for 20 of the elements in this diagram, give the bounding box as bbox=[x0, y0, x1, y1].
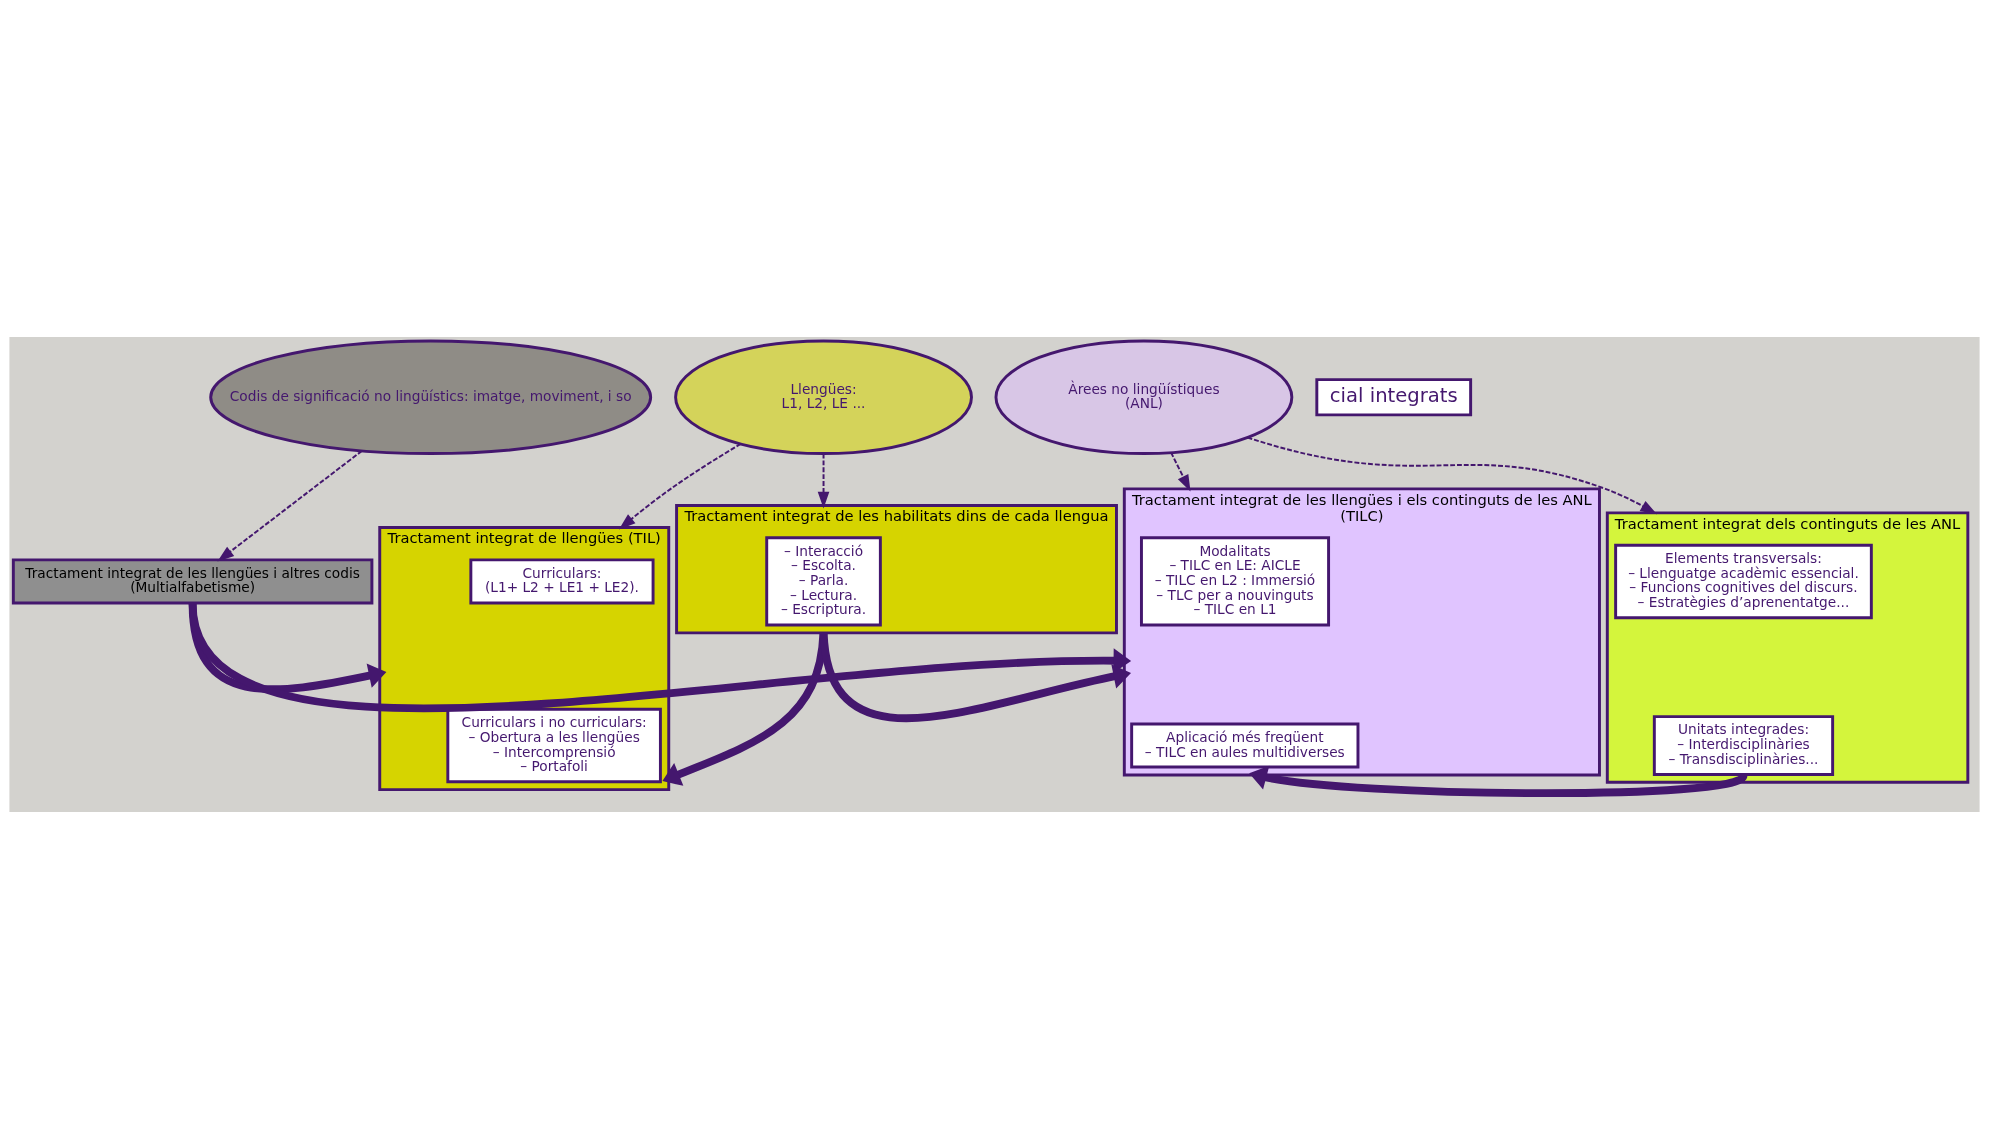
node-box: Unitats integrades: – Interdisciplinàries – Transdisciplinàries... bbox=[1652, 714, 1835, 776]
node-box: – Interacció – Escolta. – Parla. – Lectura. – Escriptura. bbox=[765, 535, 882, 626]
node-ellipse: Llengües: L1, L2, LE ... bbox=[674, 338, 973, 455]
arrow bbox=[188, 602, 1132, 712]
arrow bbox=[618, 442, 742, 529]
arrow bbox=[1246, 436, 1658, 514]
node-ellipse: Codis de significació no lingüístics: imatge, moviment, i so bbox=[209, 338, 653, 455]
label: cial integrats bbox=[1329, 383, 1458, 407]
node-box: Aplicació més freqüent – TILC en aules multidiverses bbox=[1130, 722, 1360, 769]
node-box: Curriculars: (L1+ L2 + LE1 + LE2). bbox=[469, 557, 655, 604]
arrow bbox=[819, 631, 1131, 722]
arrow bbox=[1170, 451, 1191, 491]
arrow bbox=[1249, 765, 1746, 797]
node-box: Tractament integrat de les llengües i altres codis (Multialfabetisme) bbox=[11, 557, 374, 604]
arrow bbox=[817, 452, 830, 508]
node-ellipse: Àrees no lingüístiques (ANL) bbox=[994, 338, 1294, 455]
node-box: Modalitats – TILC en LE: AICLE – TILC en L2 : Immersió – TLC per a nouvinguts – TILC en L1 bbox=[1140, 535, 1331, 626]
arrow bbox=[217, 449, 363, 561]
node-box: Elements transversals: – Llenguatge acadèmic essencial. – Funcions cognitives del discurs. – Estratègies d’aprenentatge... bbox=[1614, 543, 1873, 619]
node-box: Curriculars i no curriculars: – Obertura a les llengües – Intercomprensió – Portafoli bbox=[446, 707, 662, 783]
